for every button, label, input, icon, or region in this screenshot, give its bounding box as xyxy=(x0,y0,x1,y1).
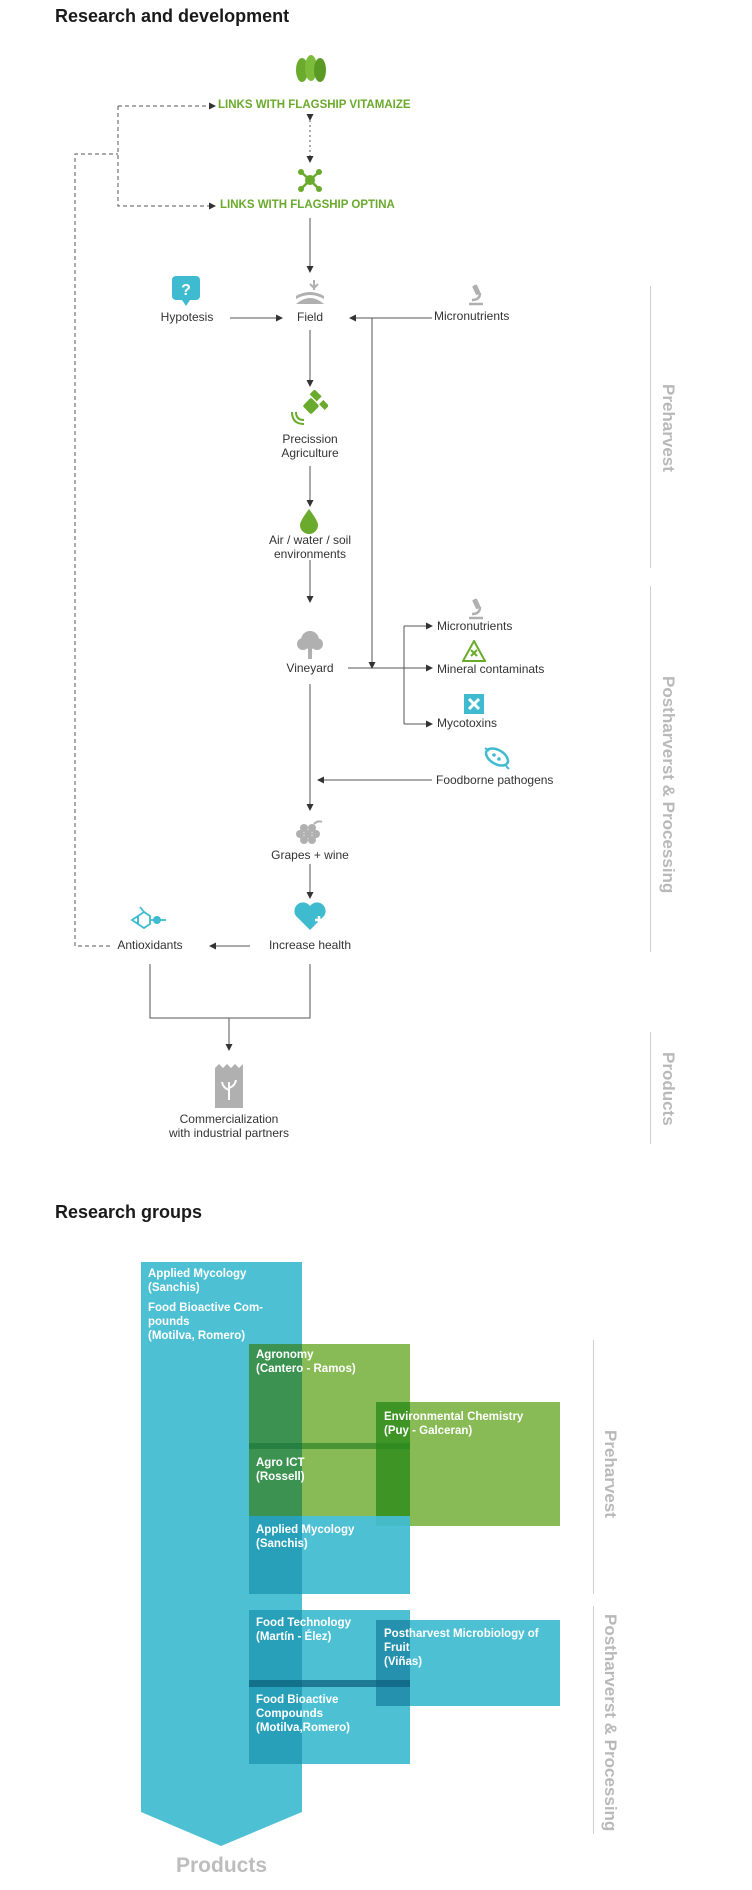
grapes-icon xyxy=(294,818,324,848)
mycotoxin-icon xyxy=(464,694,484,714)
microscope-post-icon xyxy=(466,598,486,620)
mineral-label: Mineral contaminats xyxy=(437,662,545,676)
molecule-icon xyxy=(296,166,324,194)
postharvest-divider xyxy=(650,586,651,952)
groups-preharvest-divider xyxy=(593,1340,594,1594)
water-drop-icon xyxy=(298,508,320,534)
group-agro-ict: Agro ICT(Rossell) xyxy=(256,1457,305,1483)
product-bag-icon xyxy=(212,1064,246,1108)
question-icon: ? xyxy=(172,276,200,306)
groups-postharvest-divider xyxy=(593,1606,594,1834)
flow-connectors xyxy=(74,102,433,1051)
foodborne-label: Foodborne pathogens xyxy=(436,773,554,787)
preharvest-side-label: Preharvest xyxy=(659,384,678,472)
micronutrients-post-label: Micronutrients xyxy=(437,619,513,633)
group-food-tech: Food Technology(Martín - Élez) xyxy=(256,1617,351,1643)
hypotesis-label: Hypotesis xyxy=(160,310,214,324)
products-bottom-label: Products xyxy=(175,1854,267,1877)
field-icon xyxy=(294,278,326,306)
grapes-label: Grapes + wine xyxy=(271,848,349,862)
flagship-vitamaize-label: LINKS WITH FLAGSHIP VITAMAIZE xyxy=(218,99,411,111)
micronutrients-pre-label: Micronutrients xyxy=(434,309,510,323)
satellite-icon xyxy=(290,389,329,426)
dashed-loop-optina xyxy=(117,106,216,210)
group-applied-mycology: Applied Mycology(Sanchis) xyxy=(256,1524,355,1550)
microscope-icon xyxy=(466,284,486,306)
groups-postharvest-label: Postharverst & Processing xyxy=(601,1614,620,1832)
products-divider xyxy=(650,1032,651,1144)
tree-icon xyxy=(296,630,324,660)
dashed-loop-antioxidants xyxy=(74,153,118,947)
flagship-optina-label: LINKS WITH FLAGSHIP OPTINA xyxy=(220,199,395,211)
precission-label-1: Precission xyxy=(282,432,338,446)
air-label-1: Air / water / soil xyxy=(268,533,352,547)
antioxidants-label: Antioxidants xyxy=(117,938,183,952)
heart-health-icon xyxy=(293,900,327,932)
commercial-label-1: Commercialization xyxy=(179,1112,279,1126)
group-env-chem: Environmental Chemistry(Puy - Galceran) xyxy=(384,1411,524,1437)
bracket-to-products xyxy=(149,964,311,1019)
air-label-2: environments xyxy=(273,547,347,561)
products-side-label: Products xyxy=(659,1052,678,1126)
precission-label-2: Agriculture xyxy=(281,446,339,460)
health-label: Increase health xyxy=(268,938,352,952)
vineyard-label: Vineyard xyxy=(286,661,334,675)
group-applied-mycology-top: Applied Mycology(Sanchis) xyxy=(148,1268,247,1294)
antioxidant-molecule-icon xyxy=(130,906,168,936)
group-agronomy: Agronomy(Cantero - Ramos) xyxy=(256,1349,356,1375)
group-food-bioactive-top: Food Bioactive Com-pounds(Motilva, Romer… xyxy=(148,1302,264,1342)
warning-icon xyxy=(461,638,487,662)
rd-title: Research and development xyxy=(55,6,290,26)
groups-preharvest-label: Preharvest xyxy=(601,1430,620,1518)
postharvest-side-label: Postharverst & Processing xyxy=(659,676,678,894)
commercial-label-2: with industrial partners xyxy=(168,1126,290,1140)
preharvest-divider xyxy=(650,286,651,568)
field-label: Field xyxy=(296,310,323,324)
bacteria-icon xyxy=(482,744,512,770)
mycotoxins-label: Mycotoxins xyxy=(437,716,498,730)
svg-text:?: ? xyxy=(181,282,191,299)
maize-leaves-icon xyxy=(294,54,328,84)
groups-title: Research groups xyxy=(55,1202,203,1222)
